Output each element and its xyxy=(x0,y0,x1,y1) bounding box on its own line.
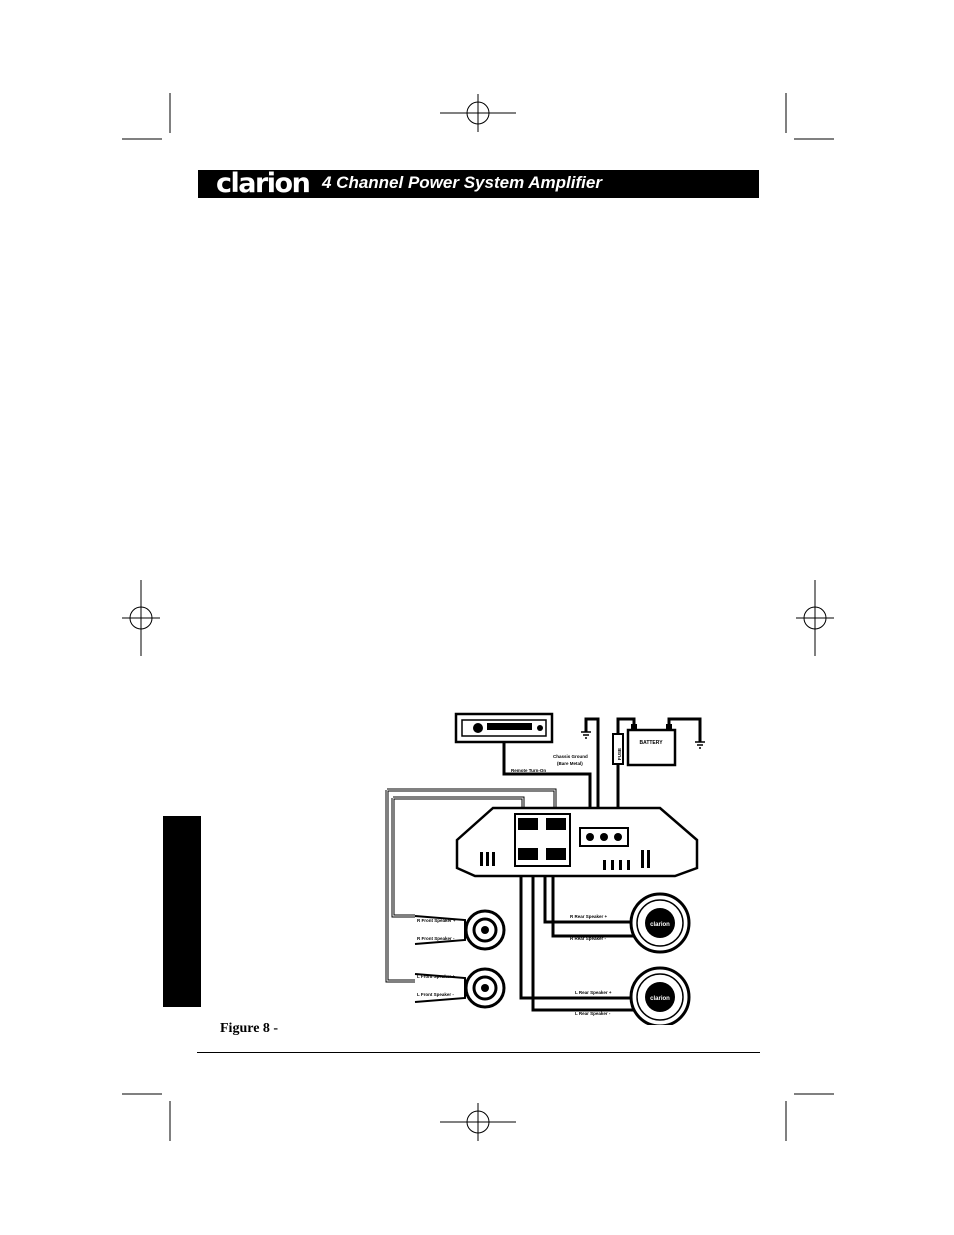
speaker-badge: clarion xyxy=(650,922,670,928)
section-tab xyxy=(163,816,201,1007)
amplifier-icon xyxy=(455,806,699,878)
registration-target xyxy=(440,94,516,132)
speaker-badge: clarion xyxy=(650,996,670,1002)
label-l-rear-plus: L Rear Speaker + xyxy=(575,990,612,995)
label-r-rear-plus: R Rear Speaker + xyxy=(570,914,608,919)
battery-label: BATTERY xyxy=(639,740,663,746)
speaker-icon xyxy=(414,967,506,1009)
label-r-front-minus: R Front Speaker - xyxy=(417,936,455,941)
label-l-front-plus: L Front Speaker + xyxy=(417,974,455,979)
registration-target xyxy=(796,580,834,656)
registration-target xyxy=(440,1103,516,1141)
footer-divider xyxy=(197,1052,760,1053)
label-l-front-minus: L Front Speaker - xyxy=(417,992,454,997)
page-header: clarion 4 Channel Power System Amplifier xyxy=(198,170,759,198)
label-bare-metal: (Bare Metal) xyxy=(557,761,583,766)
label-l-rear-minus: L Rear Speaker - xyxy=(575,1011,611,1016)
speaker-icon: clarion xyxy=(629,966,691,1025)
ground-symbol xyxy=(581,731,705,749)
label-r-front-plus: R Front Speaker + xyxy=(417,918,456,923)
speaker-icon xyxy=(414,909,506,951)
page-title: 4 Channel Power System Amplifier xyxy=(322,173,602,192)
label-r-rear-minus: R Rear Speaker - xyxy=(570,936,607,941)
brand-logo: clarion xyxy=(216,168,311,199)
label-remote-turn-on: Remote Turn-On xyxy=(511,768,546,773)
label-fuse: FUSE xyxy=(617,748,622,760)
battery-icon: BATTERY xyxy=(626,724,677,767)
head-unit-icon xyxy=(454,712,554,744)
figure-caption: Figure 8 - xyxy=(220,1021,279,1036)
speaker-icon: clarion xyxy=(629,892,691,954)
wiring-diagram: BATTERY xyxy=(385,712,705,1025)
label-chassis-ground: Chassis Ground xyxy=(553,754,588,759)
registration-target xyxy=(122,580,160,656)
